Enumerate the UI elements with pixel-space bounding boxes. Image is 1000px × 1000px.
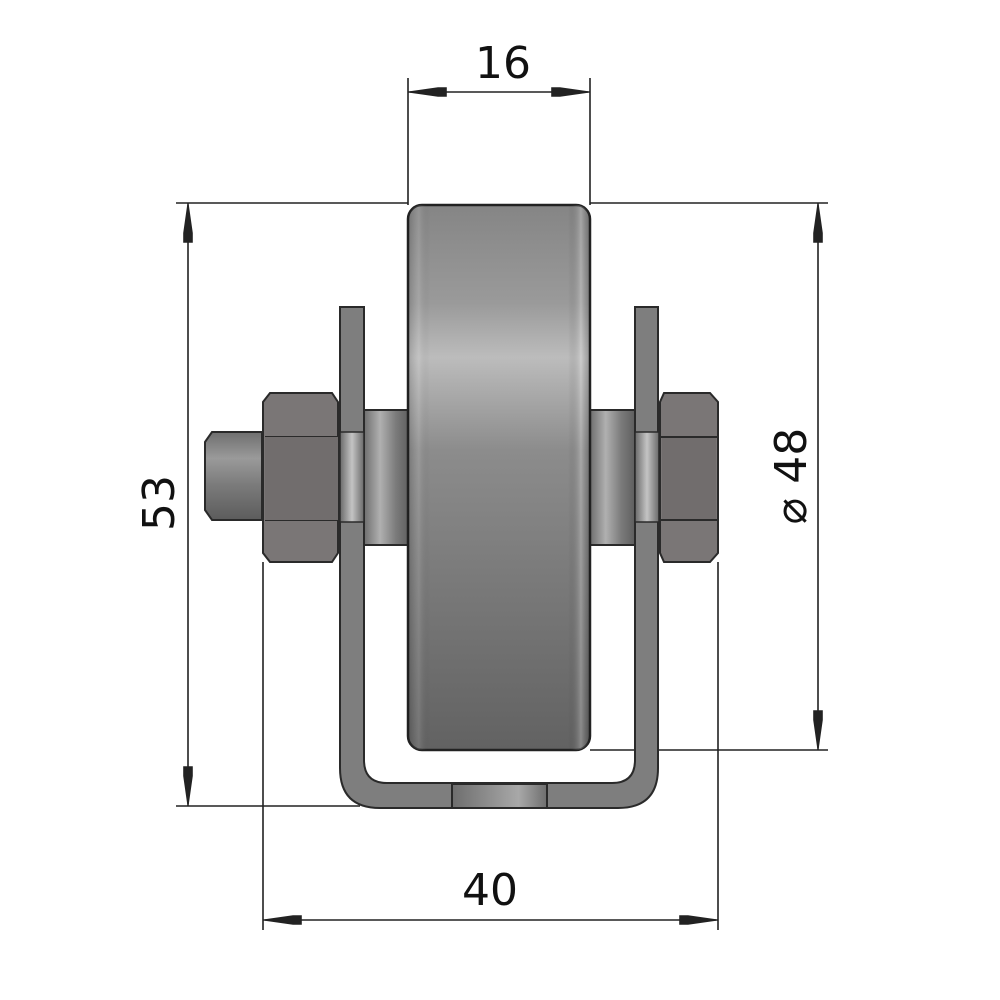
bracket-slot bbox=[451, 783, 548, 809]
arrow-icon bbox=[813, 204, 823, 243]
arrow-icon bbox=[679, 915, 717, 925]
wheel-shading bbox=[408, 205, 590, 750]
hex-nut-left bbox=[262, 392, 339, 563]
axle-hub-left bbox=[363, 409, 411, 546]
arrow-icon bbox=[551, 87, 589, 97]
dimension-diameter-48 bbox=[590, 202, 828, 751]
arrow-icon bbox=[264, 915, 302, 925]
dimension-40 bbox=[262, 562, 719, 930]
dimension-label-diameter-48: ⌀ 48 bbox=[766, 428, 817, 524]
wheel bbox=[406, 203, 592, 752]
arrow-icon bbox=[409, 87, 447, 97]
nut-face bbox=[265, 437, 338, 520]
dimension-label-40: 40 bbox=[462, 865, 518, 916]
dimension-label-53: 53 bbox=[134, 475, 185, 531]
axle-hub-right bbox=[589, 409, 636, 546]
u-bracket bbox=[339, 306, 659, 809]
washer-left bbox=[339, 431, 365, 523]
bracket-body bbox=[339, 306, 659, 809]
nut-face bbox=[662, 438, 716, 519]
arrow-icon bbox=[183, 204, 193, 243]
bolt-end bbox=[204, 431, 263, 521]
dimension-16 bbox=[407, 78, 591, 205]
arrow-icon bbox=[813, 710, 823, 749]
dimension-label-16: 16 bbox=[475, 38, 531, 89]
arrow-icon bbox=[183, 766, 193, 805]
dimension-53 bbox=[176, 202, 408, 807]
hex-nut-right bbox=[659, 392, 719, 563]
washer-right bbox=[634, 431, 660, 523]
